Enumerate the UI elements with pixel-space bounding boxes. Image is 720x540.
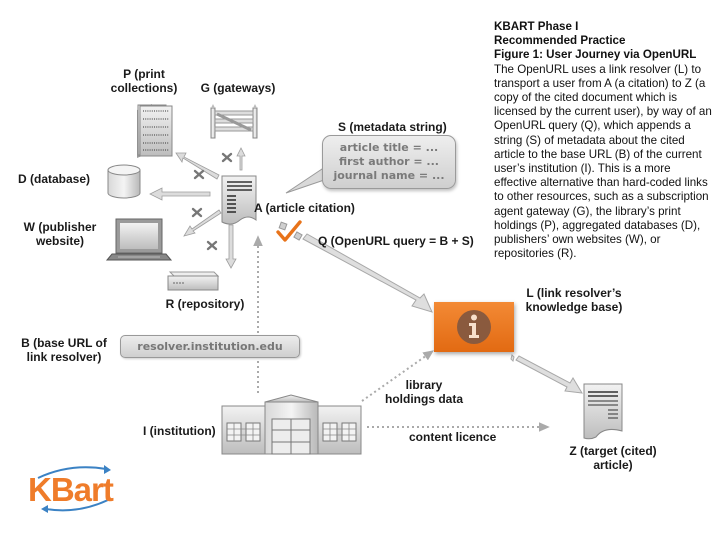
metadata-string-label: S (metadata string)	[338, 120, 447, 134]
openurl-query-label: Q (OpenURL query = B + S)	[318, 234, 474, 248]
arrow-to-repository	[225, 224, 237, 269]
article-citation-label: A (article citation)	[254, 201, 355, 215]
metadata-line: journal name = ...	[333, 169, 445, 182]
laptop-icon	[105, 218, 173, 261]
gateways-label: G (gateways)	[200, 81, 276, 95]
description-heading: KBART Phase I	[494, 20, 579, 33]
base-url-box: resolver.institution.edu	[120, 335, 300, 358]
arrow-to-print	[175, 152, 220, 180]
resolver-to-target-arrow	[510, 354, 583, 394]
institution-building-icon	[221, 394, 362, 455]
description-heading: Recommended Practice	[494, 34, 626, 48]
metadata-line: first author = ...	[339, 155, 439, 168]
gateway-icon	[210, 104, 258, 139]
target-article-label: Z (target (cited)article)	[569, 444, 657, 472]
arrow-to-publisher	[183, 209, 222, 237]
x-icon	[193, 169, 205, 180]
query-arrow	[302, 233, 433, 313]
figure-description: KBART Phase I Recommended Practice Figur…	[494, 20, 716, 261]
arrow-to-gateway	[236, 147, 246, 171]
print-collections-icon	[137, 104, 173, 158]
figure-title: Figure 1: User Journey via OpenURL	[494, 48, 697, 62]
kbart-logo-arrows	[37, 465, 111, 513]
content-licence-label: content licence	[409, 430, 497, 444]
x-icon	[221, 152, 233, 163]
holdings-data-line	[361, 350, 434, 402]
database-icon	[107, 164, 141, 199]
target-document-icon	[583, 383, 623, 440]
x-icon	[191, 207, 203, 218]
arrow-to-database	[149, 187, 211, 201]
metadata-line: article title = ...	[339, 141, 439, 154]
x-icon	[206, 240, 218, 251]
blocked-arrows	[149, 147, 246, 269]
article-document-icon	[221, 175, 257, 225]
check-icon	[276, 220, 303, 242]
repository-icon	[167, 271, 220, 291]
kbart-logo: KBart	[26, 468, 126, 512]
dotted-connectors	[253, 235, 550, 432]
kbart-logo-text: KBart	[28, 471, 114, 508]
metadata-bubble: article title = ... first author = ... j…	[322, 135, 456, 189]
description-body: The OpenURL uses a link resolver (L) to …	[494, 62, 712, 261]
repository-label: R (repository)	[165, 297, 245, 311]
database-label: D (database)	[18, 172, 91, 186]
base-url-value: resolver.institution.edu	[137, 340, 283, 353]
institution-label: I (institution)	[143, 424, 216, 438]
blocked-x-marks	[191, 152, 233, 251]
link-resolver-box	[434, 302, 514, 352]
